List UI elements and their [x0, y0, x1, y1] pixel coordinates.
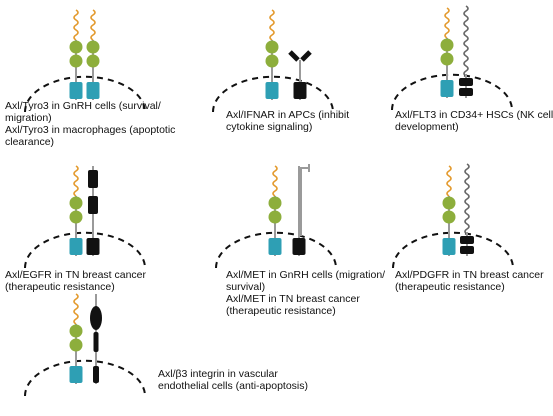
axl-kinase-domain	[268, 238, 282, 255]
panel-integrin	[24, 293, 146, 397]
gas6-ligand	[446, 165, 452, 197]
caption-tyro3: Axl/Tyro3 in GnRH cells (survival/migrat…	[5, 100, 175, 148]
pdgfr-kinase-domain	[460, 236, 474, 244]
cell-membrane	[24, 75, 146, 113]
integrin-tail	[93, 366, 99, 383]
egfr-domain	[88, 170, 98, 188]
gas6-ligand	[444, 7, 450, 39]
flt3-kinase-domain	[459, 78, 473, 86]
caption-egfr: Axl/EGFR in TN breast cancer(therapeutic…	[5, 269, 146, 293]
gas6-ligand	[73, 293, 79, 325]
axl-kinase-domain	[69, 366, 83, 383]
panel-met	[215, 164, 337, 269]
caption-pdgfr: Axl/PDGFR in TN breast cancer(therapeuti…	[395, 269, 544, 293]
ifnar-kinase-domain	[293, 82, 307, 99]
caption-line: endothelial cells (anti-apoptosis)	[158, 380, 308, 392]
caption-line: (therapeutic resistance)	[5, 281, 115, 293]
pdgfr-extracellular	[464, 163, 470, 235]
ig-like-domain	[442, 196, 456, 210]
egfr-kinase-domain	[86, 238, 100, 255]
caption-line: survival)	[226, 281, 266, 293]
ig-like-domain	[440, 38, 454, 52]
panel-tyro3	[24, 9, 146, 113]
cell-membrane	[212, 75, 334, 113]
tyro3-kinase-domain	[86, 82, 100, 99]
caption-line: Axl/β3 integrin in vascular	[158, 368, 278, 380]
pdgfr-kinase-domain	[460, 246, 474, 254]
gas6-ligand	[269, 9, 275, 41]
gas6-ligand	[272, 165, 278, 197]
axl-kinase-domain	[69, 82, 83, 99]
caption-line: development)	[395, 121, 459, 133]
ig-like-domain	[69, 40, 83, 54]
caption-line: Axl/EGFR in TN breast cancer	[5, 269, 147, 281]
integrin-head	[90, 306, 102, 330]
cell-membrane	[24, 231, 146, 269]
panel-flt3	[391, 5, 513, 111]
ifnar-arm	[288, 50, 300, 62]
egfr-domain	[88, 196, 98, 214]
ig-like-domain	[268, 196, 282, 210]
ig-like-domain	[442, 210, 456, 224]
ig-like-domain	[69, 196, 83, 210]
cell-membrane	[392, 231, 514, 269]
caption-line: migration)	[5, 112, 52, 124]
caption-line: (therapeutic resistance)	[226, 305, 336, 317]
axl-kinase-domain	[69, 238, 83, 255]
panel-ifnar	[212, 9, 334, 113]
integrin-leg	[93, 332, 99, 352]
cell-membrane	[215, 231, 337, 269]
panel-pdgfr	[392, 163, 514, 269]
caption-line: Axl/Tyro3 in GnRH cells (survival/	[5, 100, 161, 112]
gas6-ligand	[90, 9, 96, 41]
axl-kinase-domain	[442, 238, 456, 255]
caption-line: Axl/MET in TN breast cancer	[226, 293, 360, 305]
caption-line: cytokine signaling)	[226, 121, 313, 133]
ig-like-domain	[440, 52, 454, 66]
ig-like-domain	[265, 54, 279, 68]
axl-kinase-domain	[265, 82, 279, 99]
caption-line: Axl/FLT3 in CD34+ HSCs (NK cell	[395, 109, 553, 121]
gas6-ligand	[73, 9, 79, 41]
caption-line: Axl/MET in GnRH cells (migration/	[226, 269, 386, 281]
cell-membrane	[24, 359, 146, 397]
flt3-kinase-domain	[459, 88, 473, 96]
ig-like-domain	[268, 210, 282, 224]
caption-line: Axl/Tyro3 in macrophages (apoptotic	[5, 124, 176, 136]
caption-met: Axl/MET in GnRH cells (migration/surviva…	[226, 269, 385, 317]
ig-like-domain	[69, 324, 83, 338]
met-kinase-domain	[292, 238, 306, 255]
caption-line: clearance)	[5, 136, 55, 148]
axl-kinase-domain	[440, 80, 454, 97]
caption-line: Axl/IFNAR in APCs (inhibit	[226, 109, 350, 121]
ig-like-domain	[265, 40, 279, 54]
ifnar-arm	[300, 50, 312, 62]
ig-like-domain	[86, 40, 100, 54]
panel-egfr	[24, 165, 146, 269]
ig-like-domain	[86, 54, 100, 68]
caption-line: (therapeutic resistance)	[395, 281, 505, 293]
ig-like-domain	[69, 210, 83, 224]
ig-like-domain	[69, 338, 83, 352]
caption-line: Axl/PDGFR in TN breast cancer	[395, 269, 544, 281]
met-beta-chain	[300, 167, 309, 236]
cell-membrane	[391, 73, 513, 111]
ig-like-domain	[69, 54, 83, 68]
flt3-extracellular	[463, 5, 469, 77]
gas6-ligand	[73, 165, 79, 197]
